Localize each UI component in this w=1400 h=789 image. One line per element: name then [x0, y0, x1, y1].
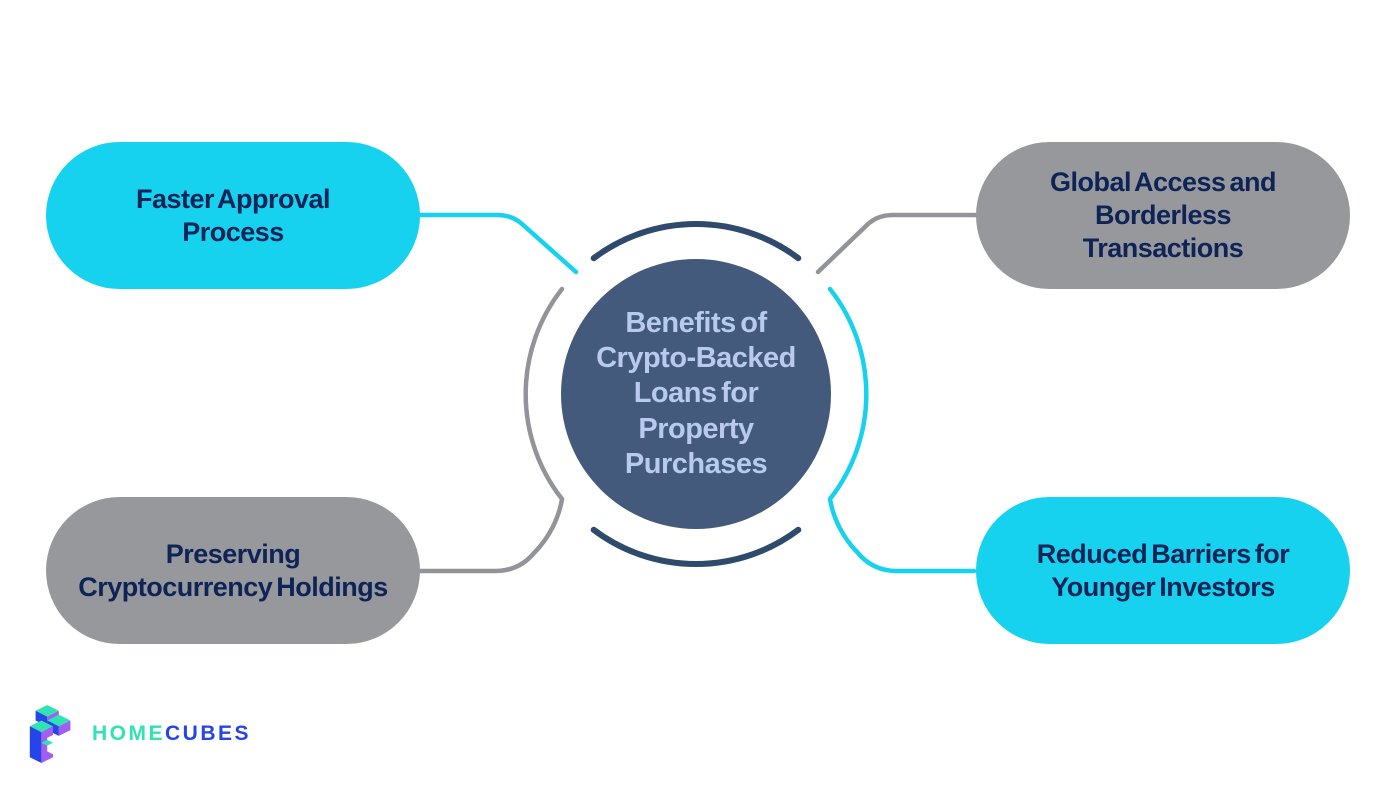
center-title-line: Crypto-Backed — [596, 342, 796, 375]
node-label-line: Transactions — [1082, 232, 1244, 263]
center-title: Benefits of Crypto-Backed Loans for Prop… — [561, 259, 831, 529]
node-label-line: Younger Investors — [1051, 571, 1275, 602]
ring-arc-bottom — [590, 526, 802, 567]
node-label-line: Cryptocurrency Holdings — [78, 571, 388, 602]
homecubes-wordmark: HOMECUBES — [92, 722, 251, 746]
wordmark-home: HOME — [92, 722, 165, 745]
node-global-access: Global Access and Borderless Transaction… — [976, 142, 1350, 289]
homecubes-cube-icon — [29, 705, 71, 763]
node-preserving-holdings: Preserving Cryptocurrency Holdings — [46, 497, 420, 644]
homecubes-logo: HOMECUBES — [24, 700, 251, 768]
connector-top-right — [815, 212, 978, 275]
node-label-line: Process — [182, 216, 284, 247]
node-reduced-barriers: Reduced Barriers for Younger Investors — [976, 497, 1350, 644]
connector-bottom-left — [417, 286, 565, 574]
node-label-line: Borderless — [1094, 200, 1232, 231]
connector-bottom-right — [827, 286, 977, 574]
center-circle — [561, 259, 831, 529]
node-label-line: Global Access and — [1049, 167, 1277, 198]
center-title-line: Property — [638, 412, 754, 445]
node-label-line: Faster Approval — [135, 183, 331, 214]
wordmark-cubes: CUBES — [165, 722, 252, 745]
center-title-line: Purchases — [624, 447, 768, 480]
ring-arc-top — [590, 221, 802, 262]
center-title-line: Benefits of — [625, 307, 767, 340]
node-faster-approval: Faster Approval Process — [46, 142, 420, 289]
node-label-line: Preserving — [165, 538, 301, 569]
node-label-line: Reduced Barriers for — [1036, 538, 1290, 569]
center-title-line: Loans for — [633, 377, 759, 410]
connector-top-left — [415, 212, 579, 275]
